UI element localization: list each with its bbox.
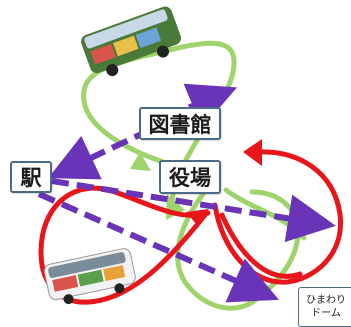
purple-station-to-right	[51, 178, 336, 243]
purple-library-to-station	[48, 127, 152, 180]
red-loop-left	[38, 185, 211, 305]
himawari-dome-label: ひまわり ドーム	[298, 287, 351, 327]
red-arrowhead-upper	[243, 139, 262, 166]
green-loop-upper	[81, 40, 237, 203]
bus-icon	[81, 6, 181, 77]
green-arrowhead-left	[130, 152, 151, 171]
bus-icon	[43, 248, 136, 305]
dome-label-line2: ドーム	[311, 308, 341, 319]
dome-label-line1: ひまわり	[306, 295, 346, 306]
station-label: 駅	[10, 161, 52, 193]
red-arrowhead-lower	[186, 209, 209, 225]
library-label: 図書館	[139, 107, 221, 140]
route-map	[37, 6, 343, 311]
town-hall-label: 役場	[159, 160, 221, 194]
purple-station-to-dome	[37, 191, 279, 303]
